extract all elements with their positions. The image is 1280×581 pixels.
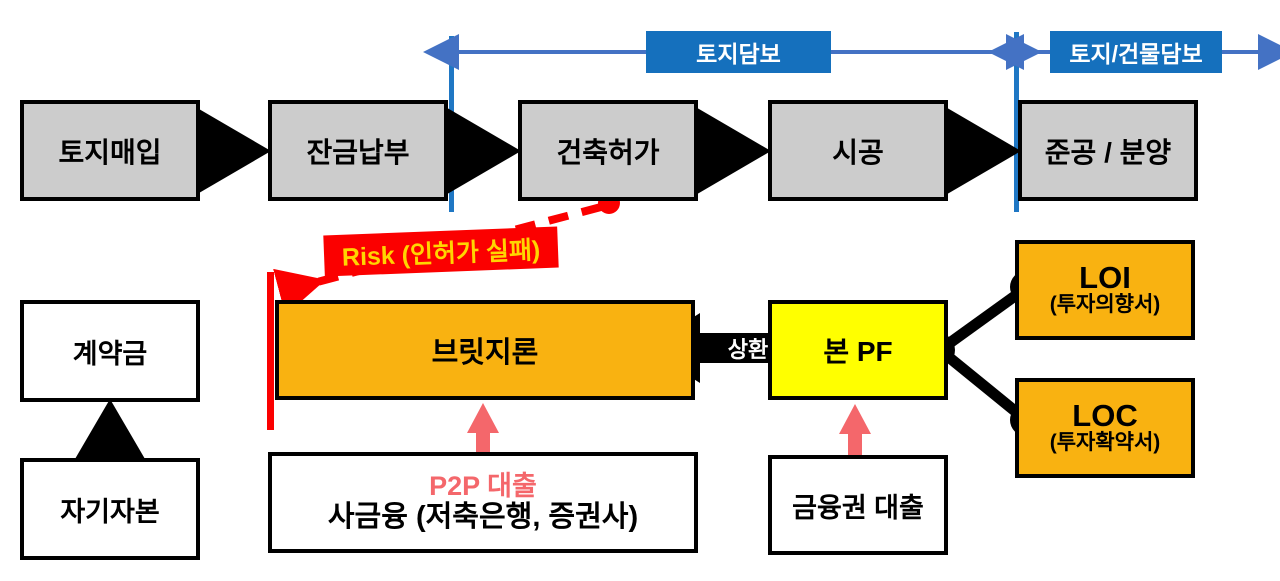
bank-funding-label: 금융권 대출	[792, 492, 924, 523]
building-collateral-label: 토지/건물담보	[1050, 31, 1222, 73]
deposit-label: 계약금	[72, 338, 148, 369]
repayment-label: 상환	[700, 333, 796, 363]
pf-to-loc-connector	[936, 345, 1030, 425]
main-pf-box[interactable]: 본 PF	[768, 300, 948, 400]
loi-box[interactable]: LOI (투자의향서)	[1015, 240, 1195, 340]
private-finance-label: 사금융 (저축은행, 증권사)	[327, 501, 639, 534]
bridge-loan-start-marker	[267, 272, 274, 430]
loc-box[interactable]: LOC (투자확약서)	[1015, 378, 1195, 478]
loi-korean-name: (투자의향서)	[1049, 293, 1161, 317]
bridge-loan-label: 브릿지론	[431, 337, 539, 369]
process-step-label: 건축허가	[556, 136, 660, 168]
process-step-label: 시공	[832, 136, 884, 168]
loc-code: LOC	[1072, 398, 1138, 434]
repayment-label-text: 상환	[727, 337, 769, 362]
p2p-funding-arrow	[467, 403, 499, 452]
bridge-funding-box[interactable]: P2P 대출 사금융 (저축은행, 증권사)	[268, 452, 698, 553]
process-step-building-permit[interactable]: 건축허가	[518, 100, 698, 201]
land-collateral-label-text: 토지담보	[696, 41, 781, 67]
process-step-construction[interactable]: 시공	[768, 100, 948, 201]
bank-funding-box[interactable]: 금융권 대출	[768, 455, 948, 555]
own-capital-label: 자기자본	[60, 496, 160, 527]
risk-label: Risk (인허가 실패)	[323, 226, 559, 277]
loi-code: LOI	[1079, 260, 1131, 296]
bridge-loan-bar[interactable]: 브릿지론	[275, 300, 695, 400]
risk-label-text: Risk (인허가 실패)	[341, 235, 541, 272]
process-step-land-purchase[interactable]: 토지매입	[20, 100, 200, 201]
p2p-loan-label: P2P 대출	[429, 471, 537, 502]
own-capital-box[interactable]: 자기자본	[20, 458, 200, 560]
main-pf-label: 본 PF	[823, 336, 893, 367]
pf-to-loi-connector	[936, 283, 1030, 355]
process-step-balance-payment[interactable]: 잔금납부	[268, 100, 448, 201]
loc-korean-name: (투자확약서)	[1049, 431, 1161, 455]
deposit-box[interactable]: 계약금	[20, 300, 200, 402]
process-step-label: 준공 / 분양	[1044, 136, 1172, 168]
process-step-label: 잔금납부	[306, 136, 410, 168]
building-collateral-label-text: 토지/건물담보	[1069, 41, 1203, 67]
process-step-label: 토지매입	[58, 136, 162, 168]
collateral-boundary-line-left	[449, 36, 454, 212]
process-step-completion-sale[interactable]: 준공 / 분양	[1018, 100, 1198, 201]
land-collateral-label: 토지담보	[646, 31, 831, 73]
bank-funding-arrow	[839, 404, 871, 455]
